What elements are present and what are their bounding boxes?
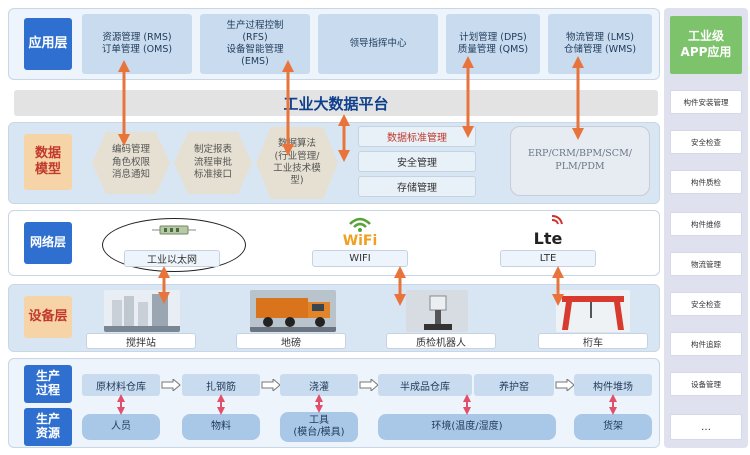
security-management[interactable]: 安全管理 — [358, 151, 476, 172]
device-layer-label: 设备层 — [24, 296, 72, 338]
lte-logo-icon: Lte — [534, 215, 563, 248]
sidebar-item-safety-2[interactable]: 安全检查 — [670, 292, 742, 316]
data-layer-label: 数据 模型 — [24, 134, 72, 190]
app-module-dps-qms[interactable]: 计划管理 (DPS) 质量管理 (QMS) — [446, 14, 540, 74]
network-wifi[interactable]: WIFI — [312, 250, 408, 267]
gantry-crane-image — [556, 290, 630, 332]
sidebar-item-quality[interactable]: 构件质检 — [670, 170, 742, 194]
production-process-label: 生产 过程 — [24, 365, 72, 403]
wifi-logo-icon: WiFi — [343, 217, 378, 248]
ethernet-ellipse — [102, 218, 246, 272]
sidebar-title: 工业级 APP应用 — [670, 16, 742, 74]
step-component-yard[interactable]: 构件堆场 — [574, 374, 652, 396]
lte-logo-text: Lte — [534, 229, 563, 248]
erp-systems-text: ERP/CRM/BPM/SCM/ PLM/PDM — [527, 148, 633, 172]
sidebar-item-safety-1[interactable]: 安全检查 — [670, 130, 742, 154]
hex-reports-approval: 制定报表 流程审批 标准接口 — [174, 132, 252, 194]
resource-tools[interactable]: 工具 (模台/模具) — [280, 412, 358, 442]
network-ethernet[interactable]: 工业以太网 — [124, 250, 220, 267]
network-lte[interactable]: LTE — [500, 250, 596, 267]
device-truck-scale[interactable]: 地磅 — [236, 333, 346, 349]
sidebar-item-logistics[interactable]: 物流管理 — [670, 252, 742, 276]
step-tie-rebar[interactable]: 扎钢筋 — [182, 374, 260, 396]
qc-robot-image — [406, 290, 468, 332]
step-raw-material-warehouse[interactable]: 原材料仓库 — [82, 374, 160, 396]
step-semi-finished-warehouse[interactable]: 半成品仓库 — [378, 374, 472, 396]
sidebar-item-equipment[interactable]: 设备管理 — [670, 372, 742, 396]
resource-shelves[interactable]: 货架 — [574, 414, 652, 440]
device-mixing-station[interactable]: 搅拌站 — [86, 333, 196, 349]
platform-title: 工业大数据平台 — [283, 94, 389, 113]
app-module-command-center[interactable]: 领导指挥中心 — [318, 14, 438, 74]
storage-management[interactable]: 存储管理 — [358, 176, 476, 197]
connector-arrows — [117, 56, 617, 415]
flow-arrow-2 — [261, 379, 281, 391]
sidebar-item-install[interactable]: 构件安装管理 — [670, 90, 742, 114]
app-module-rms-oms[interactable]: 资源管理 (RMS) 订单管理 (OMS) — [82, 14, 192, 74]
app-layer-label: 应用层 — [24, 18, 72, 70]
flow-arrow-3 — [359, 379, 379, 391]
sidebar-item-tracking[interactable]: 构件追踪 — [670, 332, 742, 356]
resource-personnel[interactable]: 人员 — [82, 414, 160, 440]
truck-scale-image — [250, 290, 336, 332]
device-qc-robot[interactable]: 质检机器人 — [386, 333, 496, 349]
step-curing-kiln[interactable]: 养护窑 — [474, 374, 554, 396]
ethernet-switch-icon — [152, 225, 196, 235]
resource-materials[interactable]: 物料 — [182, 414, 260, 440]
mixing-station-image — [104, 290, 180, 332]
device-gantry-crane[interactable]: 桁车 — [538, 333, 648, 349]
step-pouring[interactable]: 浇灌 — [280, 374, 358, 396]
network-layer-label: 网络层 — [24, 222, 72, 264]
app-module-lms-wms[interactable]: 物流管理 (LMS) 仓储管理 (WMS) — [548, 14, 652, 74]
flow-arrow-1 — [161, 379, 181, 391]
resource-environment[interactable]: 环境(温度/湿度) — [378, 414, 556, 440]
hex-coding-roles: 编码管理 角色权限 消息通知 — [92, 132, 170, 194]
production-resource-label: 生产 资源 — [24, 408, 72, 446]
sidebar-item-repair[interactable]: 构件维修 — [670, 212, 742, 236]
hex-data-algorithm: 数据算法 (行业管理/ 工业技术模 型) — [256, 127, 338, 199]
wifi-logo-text: WiFi — [343, 233, 378, 248]
flow-arrow-5 — [555, 379, 575, 391]
sidebar-item-more[interactable]: … — [670, 414, 742, 440]
data-standard-management[interactable]: 数据标准管理 — [358, 126, 476, 147]
